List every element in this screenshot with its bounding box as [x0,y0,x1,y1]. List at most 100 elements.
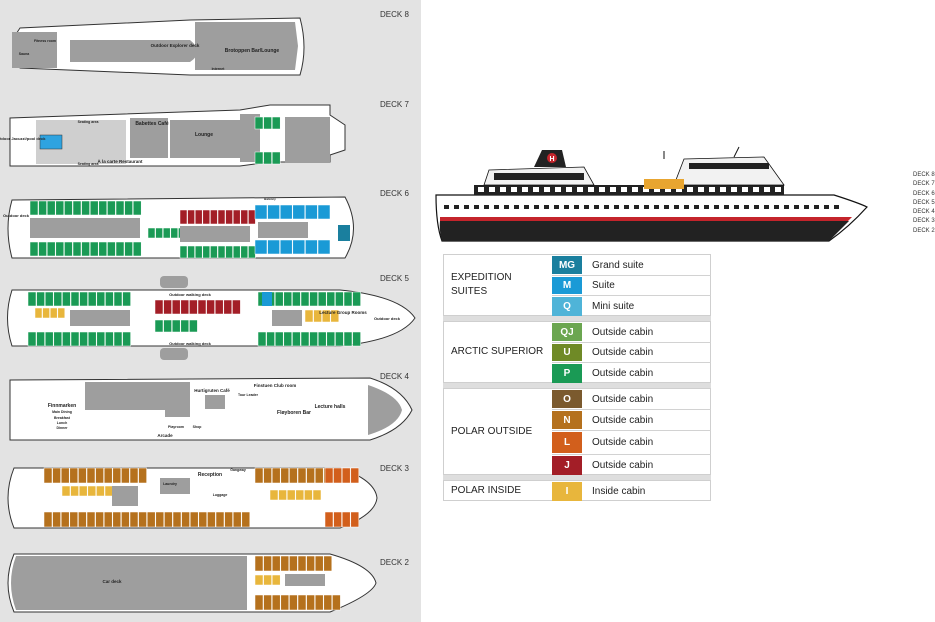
deck-3-cabin-i [278,489,287,501]
ship-window [824,205,829,209]
deck-4-galley-block [165,382,190,417]
deck-3-cabin-n [60,467,70,484]
deck-5-cabin-p [36,331,45,347]
deck-4-dinner-label: Dinner [56,426,68,430]
deck-5-cabin-p [163,319,172,333]
ship-balcony-window [709,187,715,192]
deck-5-cabin-j [171,299,181,315]
deck-6-cabin-p [248,245,256,259]
deck-5-cabin-p [70,331,80,347]
deck-3-cabin-n [43,467,53,484]
deck-7-pool [39,134,63,150]
deck-5-cabin-p [79,331,88,347]
deck-3-cabin-i [87,485,97,497]
deck-6-cabin-p [81,200,90,216]
deck-3-cabin-n [52,511,61,528]
ship-balcony-window [577,187,583,192]
deck-3-cabin-n [224,511,233,528]
deck-6-cabin-p [64,241,73,257]
deck-2-cabin-n [271,555,281,572]
deck-6-cabin-m [254,239,268,255]
ship-window [714,205,719,209]
deck-4-cafe-block [205,395,225,409]
deck-2-cabin-n [271,594,281,611]
deck-5-cabin-p [105,291,114,307]
deck-5-cabin-p [96,331,106,347]
deck-2-cabin-n [280,594,290,611]
deck-3-cabin-i [104,485,114,497]
legend-label: Outside cabin [592,393,654,405]
deck-2-cabin-n [306,594,315,611]
deck-4-finnmarken-label: Finnmarken [48,403,76,409]
legend-swatch: U [552,344,582,361]
deck-5-walking-bottom-label: Outdoor walking deck [169,341,212,346]
legend-gap [443,383,711,388]
deck-3-cabin-l [333,467,342,484]
deck-6-core-block [258,222,308,238]
deck-6-cabin-p [38,200,47,216]
deck-7-cabin-p [263,116,272,130]
ship-lifeboats [644,179,684,189]
legend-group-name: EXPEDITION SUITES [451,272,512,297]
deck-8-sauna-label: Sauna [19,52,30,56]
ship-window [544,205,549,209]
deck-5-cabin-p [300,291,310,307]
deck-3-cabin-n [69,511,79,528]
deck-3-cabin-n [78,511,87,528]
deck-5-cabin-p [53,291,63,307]
deck-6-cabin-p [115,241,125,257]
deck-6-cabin-p [107,200,116,216]
ship-balcony-window [533,187,539,192]
deck-2-cabin-n [332,594,341,611]
deck-5-cabin-p [266,331,275,347]
deck-2-cabin-n [297,555,307,572]
deck-8-central-block [70,40,198,62]
deck-5-cabin-p [335,291,344,307]
ship-window [784,205,789,209]
legend-row: U Outside cabin [552,343,711,363]
deck-2-cabin-n [254,555,264,572]
deck-5-cabin-p [87,331,97,347]
ship-window [694,205,699,209]
ship-window [674,205,679,209]
deck-5-cabin-j [206,299,215,315]
deck-3-cabin-n [306,467,315,484]
deck-3-cabin-l [350,467,360,484]
deck-5-cabin-j [189,299,198,315]
deck-6-cabin-m [292,204,306,220]
deck-3-reception-label: Reception [198,472,222,478]
deck-4-lecture-label: Lecture halls [315,404,346,410]
legend-label: Outside cabin [592,437,654,448]
legend-label: Outside cabin [592,414,654,426]
ship-window [744,205,749,209]
deck-8-explorer-label: Outdoor Explorer deck [151,43,200,48]
ship-balcony-window [610,187,616,192]
deck-8-internet-label: Internet [212,67,226,71]
deck-6-cabin-p [217,245,226,259]
deck-6-inner-block [30,218,140,238]
deck-5-cabin-p [27,291,37,307]
deck-7-cabin-p [263,151,272,165]
deck-6-cabin-m [279,204,293,220]
ship-window [474,205,479,209]
legend-label: Grand suite [592,259,644,271]
legend-label: Outside cabin [592,347,654,358]
deck-6-cabin-p [210,245,218,259]
deck-5-cabin-p [292,331,301,347]
deck-3-cabin-n [121,467,130,484]
deck-6-cabin-p [132,200,142,216]
deck-5-cabin-p [326,331,336,347]
ship-window [574,205,579,209]
legend-swatch: M [552,277,582,294]
ship-window [624,205,629,209]
deck-5-cabin-p [283,331,293,347]
deck-index-item: DECK 4 [913,209,935,216]
ship-mast [733,146,740,158]
deck-3-cabin-n [254,467,264,484]
legend-label: Outside cabin [592,460,654,471]
ship-balcony-window [599,187,605,192]
